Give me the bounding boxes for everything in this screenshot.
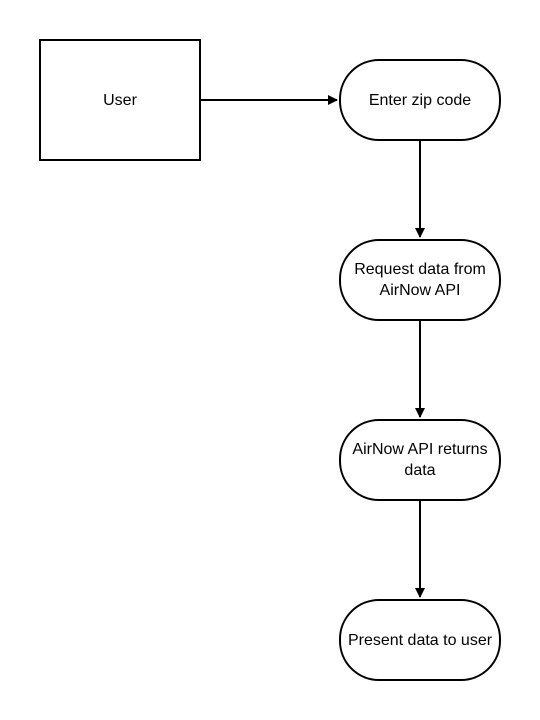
user-actor-box: User xyxy=(39,39,201,161)
step-api-returns-data-label: AirNow API returns data xyxy=(352,441,488,479)
step-request-data: Request data from AirNow API xyxy=(339,239,501,321)
step-present-data: Present data to user xyxy=(339,599,501,681)
step-present-data-label: Present data to user xyxy=(347,631,493,649)
step-enter-zip-code-label: Enter zip code xyxy=(368,91,472,109)
step-enter-zip-code: Enter zip code xyxy=(339,59,501,141)
step-request-data-label: Request data from AirNow API xyxy=(354,261,486,299)
user-actor-label: User xyxy=(103,91,137,109)
step-api-returns-data: AirNow API returns data xyxy=(339,419,501,501)
